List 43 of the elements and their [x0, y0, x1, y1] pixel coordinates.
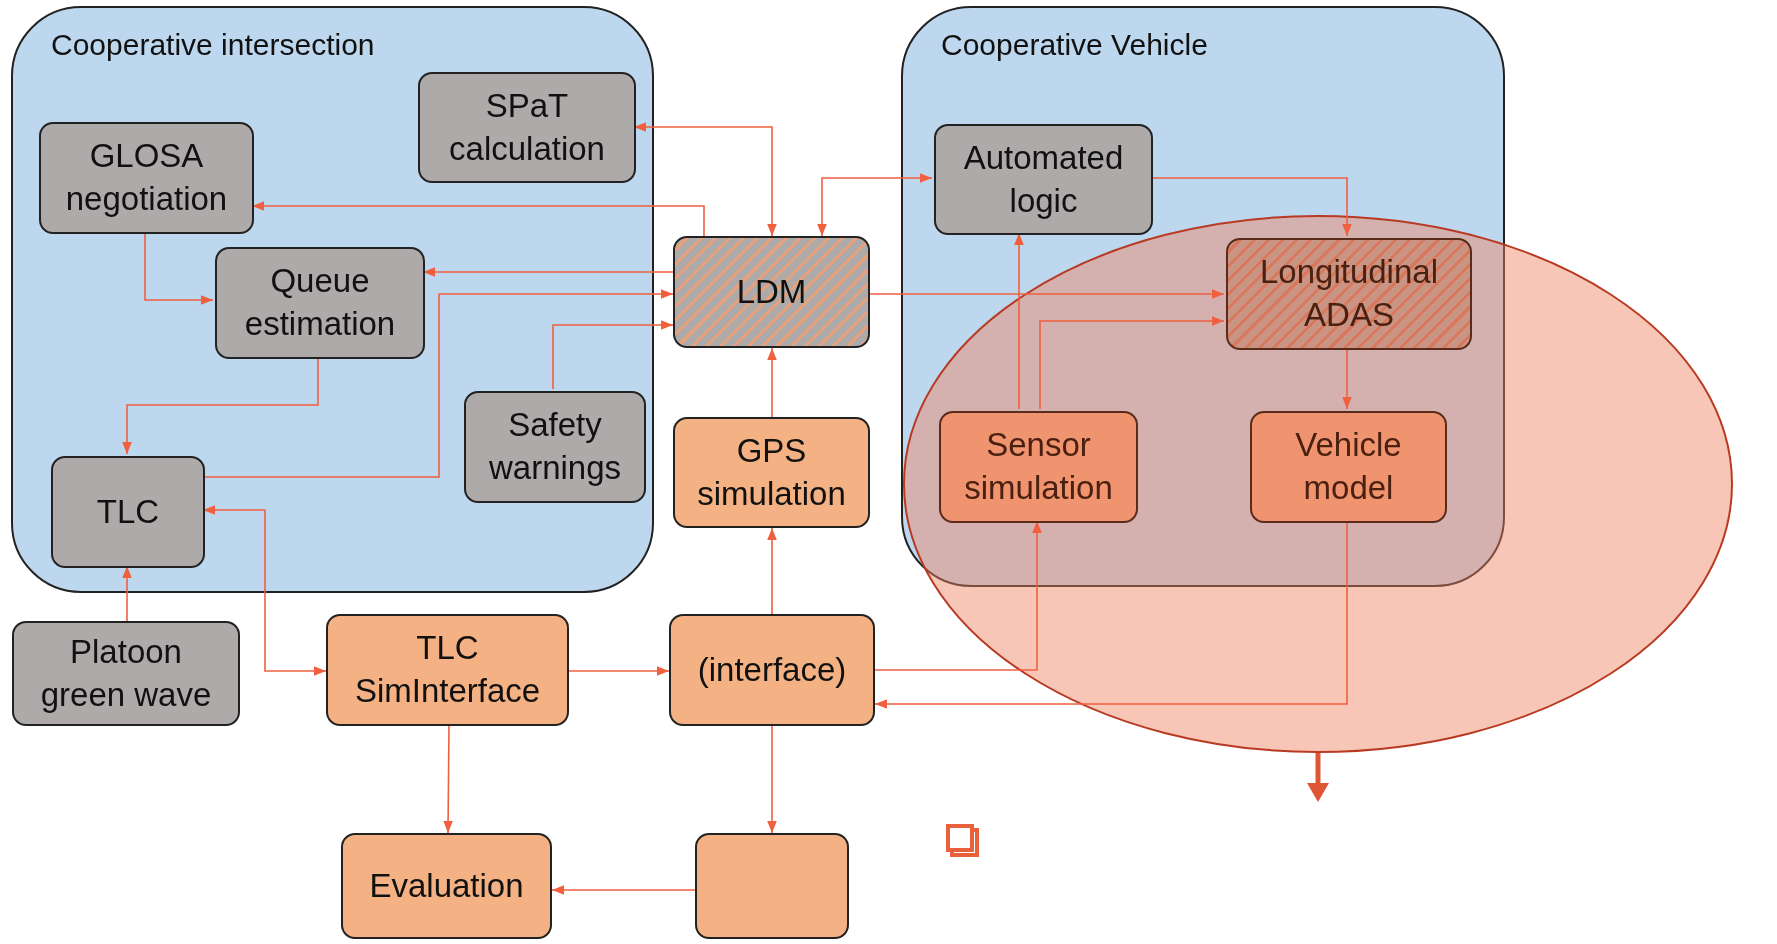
process-box: Evaluation	[341, 833, 552, 939]
process-box: Automated logic	[934, 124, 1153, 235]
arrow	[422, 267, 674, 277]
arrow	[817, 173, 933, 237]
group-container	[901, 6, 1505, 587]
process-box: Queue estimation	[215, 247, 425, 359]
container-title: Cooperative intersection	[51, 28, 375, 62]
process-box: LDM	[673, 236, 870, 348]
process-box: TLC SimInterface	[326, 614, 569, 726]
process-box: GPS simulation	[673, 417, 870, 528]
arrow	[251, 201, 705, 237]
arrow	[767, 725, 777, 834]
arrow	[874, 520, 1348, 709]
arrow	[122, 356, 319, 455]
process-box: SPaT calculation	[418, 72, 636, 183]
arrow	[1342, 347, 1352, 410]
arrow	[633, 122, 777, 237]
arrow	[144, 231, 214, 305]
arrow	[552, 320, 674, 390]
process-box: Longitudinal ADAS	[1226, 238, 1472, 350]
arrow	[202, 289, 674, 478]
arrow	[1014, 232, 1024, 410]
process-box: Sensor simulation	[939, 411, 1138, 523]
process-box: (interface)	[669, 614, 875, 726]
process-box: Vehicle model	[1250, 411, 1447, 523]
arrow	[202, 505, 327, 676]
process-box: Platoon green wave	[12, 621, 240, 726]
group-container	[11, 6, 654, 593]
arrow	[551, 885, 696, 895]
arrow	[767, 527, 777, 615]
process-box: Safety warnings	[464, 391, 646, 503]
container-title: Cooperative Vehicle	[941, 28, 1208, 62]
arrow	[443, 725, 453, 834]
process-box	[695, 833, 849, 939]
process-box: GLOSA negotiation	[39, 122, 254, 234]
arrow	[1039, 316, 1225, 410]
arrow	[874, 520, 1042, 671]
process-box: TLC	[51, 456, 205, 568]
arrow	[122, 565, 132, 622]
arrow	[767, 347, 777, 418]
arrow	[568, 666, 670, 676]
arrow	[1150, 177, 1352, 237]
arrow	[869, 289, 1225, 299]
